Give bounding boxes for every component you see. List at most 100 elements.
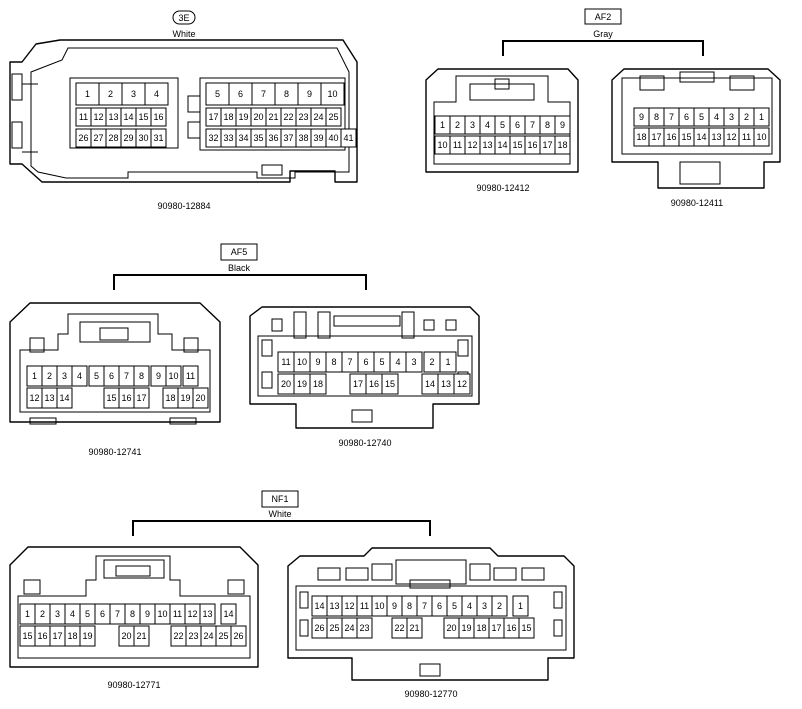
- pin-37: 37: [280, 128, 297, 148]
- pin-label: 20: [281, 379, 291, 389]
- pin-label: 11: [360, 601, 369, 611]
- pin-12: 12: [184, 603, 201, 625]
- pin-label: 19: [297, 379, 307, 389]
- pin-16: 16: [150, 107, 167, 127]
- pin-30: 30: [135, 128, 152, 148]
- pin-label: 17: [136, 393, 146, 403]
- group-3e-tag: 3E White: [172, 10, 196, 39]
- pin-2: 2: [449, 115, 466, 135]
- pin-label: 12: [726, 132, 736, 142]
- pin-label: 1: [440, 120, 445, 130]
- pin-label: 8: [654, 112, 659, 122]
- pin-7: 7: [663, 107, 680, 127]
- pin-13: 13: [105, 107, 122, 127]
- pin-24: 24: [341, 617, 358, 639]
- pin-11: 11: [182, 365, 199, 387]
- pin-5: 5: [494, 115, 511, 135]
- pin-6: 6: [509, 115, 526, 135]
- pin-label: 2: [40, 609, 45, 619]
- pin-22: 22: [280, 107, 297, 127]
- pin-40: 40: [325, 128, 342, 148]
- pin-label: 8: [407, 601, 412, 611]
- pin-11: 11: [75, 107, 92, 127]
- pin-label: 4: [395, 357, 400, 367]
- pin-label: 12: [29, 393, 39, 403]
- pin-label: 29: [123, 133, 133, 143]
- pin-10: 10: [293, 351, 311, 373]
- pin-label: 7: [115, 609, 120, 619]
- pin-5: 5: [446, 595, 463, 617]
- pin-15: 15: [135, 107, 152, 127]
- pin-10: 10: [165, 365, 182, 387]
- pin-1: 1: [75, 82, 100, 106]
- pin-label: 17: [542, 140, 552, 150]
- pin-10: 10: [434, 135, 451, 155]
- pin-label: 9: [560, 120, 565, 130]
- pin-label: 14: [59, 393, 69, 403]
- pin-12: 12: [464, 135, 481, 155]
- pin-label: 2: [108, 89, 113, 99]
- pin-21: 21: [265, 107, 282, 127]
- pin-8: 8: [133, 365, 150, 387]
- pin-25: 25: [325, 107, 342, 127]
- pin-11: 11: [356, 595, 373, 617]
- pin-label: 5: [452, 601, 457, 611]
- pin-7: 7: [118, 365, 135, 387]
- pin-18: 18: [64, 625, 81, 647]
- pin-8: 8: [325, 351, 343, 373]
- part-number-12770: 90980-12770: [404, 689, 457, 699]
- part-number-12740: 90980-12740: [338, 438, 391, 448]
- pin-5: 5: [79, 603, 96, 625]
- pin-20: 20: [118, 625, 135, 647]
- pin-20: 20: [277, 373, 295, 395]
- pin-label: 10: [374, 601, 384, 611]
- pin-label: 13: [202, 609, 212, 619]
- pin-14: 14: [311, 595, 328, 617]
- pin-19: 19: [79, 625, 96, 647]
- pin-label: 26: [314, 623, 324, 633]
- pin-label: 9: [315, 357, 320, 367]
- pin-label: 3: [729, 112, 734, 122]
- pin-label: 21: [409, 623, 419, 633]
- pin-label: 6: [437, 601, 442, 611]
- pin-label: 10: [327, 89, 337, 99]
- part-number-12884: 90980-12884: [157, 201, 210, 211]
- pin-label: 12: [457, 379, 467, 389]
- pin-12: 12: [723, 127, 740, 147]
- pin-label: 1: [518, 601, 523, 611]
- pin-label: 9: [307, 89, 312, 99]
- pin-label: 4: [77, 371, 82, 381]
- pin-label: 2: [744, 112, 749, 122]
- pin-label: 9: [639, 112, 644, 122]
- pin-label: 11: [173, 609, 182, 619]
- pin-17: 17: [49, 625, 66, 647]
- pin-4: 4: [708, 107, 725, 127]
- pin-2: 2: [41, 365, 58, 387]
- pin-label: 9: [156, 371, 161, 381]
- pin-label: 7: [669, 112, 674, 122]
- pin-label: 11: [453, 140, 462, 150]
- group-3e-code: 3E: [178, 13, 189, 23]
- pin-label: 3: [470, 120, 475, 130]
- pin-6: 6: [431, 595, 448, 617]
- pin-label: 19: [461, 623, 471, 633]
- pin-23: 23: [356, 617, 373, 639]
- pin-15: 15: [509, 135, 526, 155]
- pin-label: 16: [506, 623, 516, 633]
- pin-label: 18: [223, 112, 233, 122]
- pin-8: 8: [401, 595, 418, 617]
- pin-label: 23: [298, 112, 308, 122]
- pin-8: 8: [274, 82, 299, 106]
- pin-16: 16: [365, 373, 383, 395]
- pin-4: 4: [64, 603, 81, 625]
- pin-12: 12: [90, 107, 107, 127]
- pin-17: 17: [539, 135, 556, 155]
- pin-1: 1: [434, 115, 451, 135]
- pin-13: 13: [326, 595, 343, 617]
- pin-9: 9: [150, 365, 167, 387]
- pin-label: 8: [284, 89, 289, 99]
- pin-label: 41: [343, 133, 353, 143]
- pin-label: 4: [70, 609, 75, 619]
